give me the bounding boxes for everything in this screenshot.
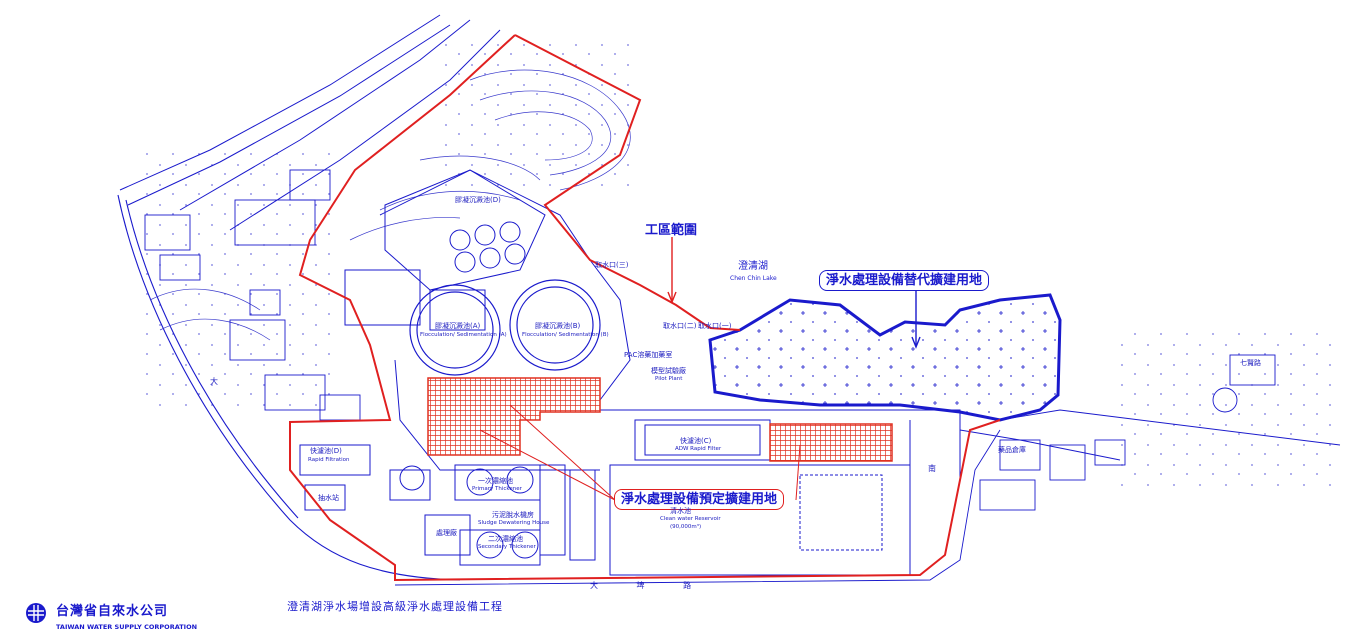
sludge-house-label: 污泥脫水機房 bbox=[492, 511, 534, 519]
company-english-label: TAIWAN WATER SUPPLY CORPORATION bbox=[56, 623, 198, 631]
planned-site-label: 淨水處理設備預定擴建用地 bbox=[614, 489, 785, 510]
storage-label: 藥品倉庫 bbox=[998, 446, 1026, 454]
pilot-plant-label: 模型試驗廠 bbox=[651, 367, 686, 375]
sludge-facilities bbox=[299, 444, 596, 566]
clear-water-en-label: Clean water Reservoir bbox=[660, 516, 721, 522]
planned-site-area-2 bbox=[769, 423, 893, 462]
pac-label: PAC溶藥加藥室 bbox=[624, 351, 673, 359]
sed-a-label: 膠凝沉澱池(A) bbox=[435, 322, 481, 330]
filter-d-en-label: Rapid Filtration bbox=[308, 457, 350, 463]
lake-english-label: Chen Chin Lake bbox=[730, 275, 777, 282]
intake-2-label: 取水口(二) bbox=[663, 322, 697, 330]
sed-d-label: 膠凝沉澱池(D) bbox=[455, 196, 501, 204]
pump-station-label: 抽水站 bbox=[318, 494, 339, 502]
sed-b-en-label: Flocculation/ Sedimentation (B) bbox=[522, 332, 609, 338]
pilot-plant-en-label: Pilot Plant bbox=[655, 376, 683, 382]
terrain-dots-e bbox=[1120, 330, 1340, 490]
clear-water-label: 清水池 bbox=[670, 507, 691, 515]
sewage-plant-label: 處理廠 bbox=[436, 529, 457, 537]
lake-name-label: 澄清湖 bbox=[738, 261, 768, 272]
filter-c-en-label: ADW Rapid Filter bbox=[675, 446, 722, 452]
company-name-label: 台灣省自來水公司 bbox=[56, 604, 169, 619]
planned-site-area-1 bbox=[427, 377, 601, 456]
terrain-dots-n bbox=[440, 40, 640, 190]
intake-1-label: 取水口(一) bbox=[698, 322, 732, 330]
side-label-south: 南 bbox=[928, 464, 936, 473]
highway-strip bbox=[119, 14, 501, 231]
primary-thickener-label: 一次濃縮池 bbox=[478, 477, 513, 485]
callout-lines bbox=[479, 237, 921, 501]
secondary-thickener-label: 二次濃縮池 bbox=[488, 535, 523, 543]
filter-and-reservoir bbox=[609, 419, 911, 576]
road-name-label: 大 埤 路 bbox=[590, 581, 710, 590]
qiji-label: 七賢路 bbox=[1240, 359, 1261, 367]
company-logo bbox=[26, 603, 46, 623]
project-title-label: 澄清湖淨水場增設高級淨水處理設備工程 bbox=[287, 600, 503, 613]
sedimentation-block-b bbox=[344, 169, 546, 331]
primary-thickener-en-label: Primary Thickener bbox=[472, 486, 522, 492]
alternative-site-area bbox=[708, 293, 1062, 422]
west-edge-lines bbox=[117, 194, 461, 581]
clear-water-capacity-label: (90,000m³) bbox=[670, 524, 702, 530]
secondary-thickener-en-label: Secondary Thickener bbox=[478, 544, 536, 550]
contour-lines bbox=[149, 69, 631, 341]
east-buildings bbox=[959, 354, 1341, 511]
filter-d-label: 快濾池(D) bbox=[310, 447, 342, 455]
sedimentation-tanks-ab bbox=[409, 279, 601, 376]
work-area-label: 工區範圍 bbox=[645, 223, 698, 238]
alternative-site-label: 淨水處理設備替代擴建用地 bbox=[819, 270, 990, 291]
sed-b-label: 膠凝沉澱池(B) bbox=[535, 322, 581, 330]
sed-a-en-label: Flocculation/ Sedimentation (A) bbox=[420, 332, 507, 338]
south-road bbox=[394, 429, 1001, 586]
work-area-boundary bbox=[289, 34, 1001, 582]
filter-c-label: 快濾池(C) bbox=[680, 437, 712, 445]
side-label-big: 大 bbox=[210, 377, 218, 386]
intake-3-label: 取水口(三) bbox=[595, 261, 629, 269]
sludge-house-en-label: Sludge Dewatering House bbox=[478, 520, 550, 526]
